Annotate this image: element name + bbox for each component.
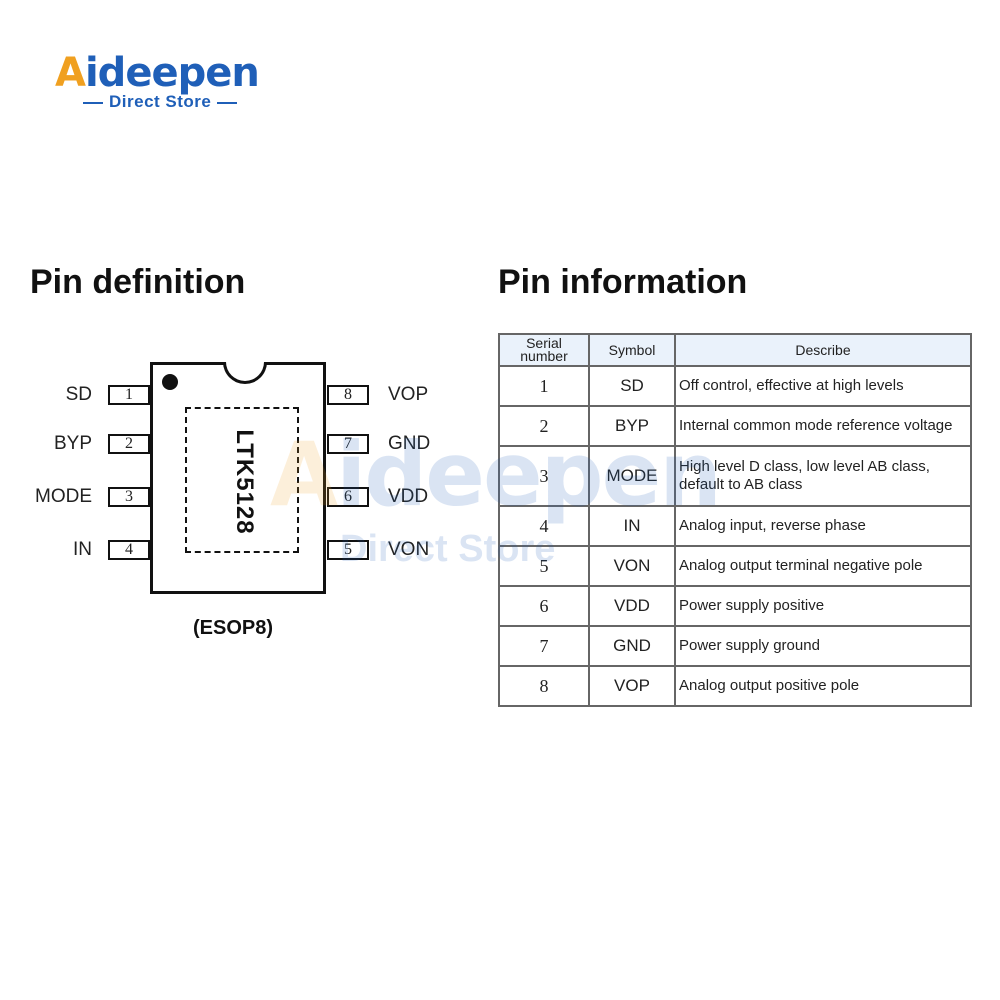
cell-description: Analog output terminal negative pole bbox=[674, 545, 972, 587]
header-serial-number: Serial number bbox=[498, 333, 590, 367]
pin-3: 3 bbox=[108, 487, 150, 507]
pin-label-von: VON bbox=[388, 539, 430, 560]
table-header-row: Serial number Symbol Describe bbox=[498, 333, 972, 367]
cell-description: Analog output positive pole bbox=[674, 665, 972, 707]
cell-num: 1 bbox=[498, 365, 590, 407]
table-row: 1 SD Off control, effective at high leve… bbox=[498, 365, 972, 407]
pin-information-table: Serial number Symbol Describe 1 SD Off c… bbox=[498, 333, 972, 707]
header-serial-line2: number bbox=[520, 348, 568, 364]
table-row: 5 VON Analog output terminal negative po… bbox=[498, 545, 972, 587]
cell-symbol: VON bbox=[588, 545, 676, 587]
cell-symbol: GND bbox=[588, 625, 676, 667]
package-label: (ESOP8) bbox=[193, 617, 274, 639]
chip-body: LTK5128 bbox=[150, 362, 326, 594]
pin-definition-title: Pin definition bbox=[30, 263, 246, 301]
table-row: 4 IN Analog input, reverse phase bbox=[498, 505, 972, 547]
cell-symbol: VDD bbox=[588, 585, 676, 627]
pin-label-vdd: VDD bbox=[388, 486, 429, 507]
table-row: 2 BYP Internal common mode reference vol… bbox=[498, 405, 972, 447]
cell-symbol: SD bbox=[588, 365, 676, 407]
pin-8: 8 bbox=[327, 385, 369, 405]
pin1-marker-dot bbox=[162, 374, 178, 390]
brand-logo-subtitle: Direct Store bbox=[77, 92, 243, 112]
cell-num: 5 bbox=[498, 545, 590, 587]
cell-symbol: MODE bbox=[588, 445, 676, 507]
cell-symbol: BYP bbox=[588, 405, 676, 447]
chip-notch bbox=[223, 362, 267, 384]
cell-description: Analog input, reverse phase bbox=[674, 505, 972, 547]
table-row: 6 VDD Power supply positive bbox=[498, 585, 972, 627]
pin-label-mode: MODE bbox=[35, 486, 92, 507]
table-row: 7 GND Power supply ground bbox=[498, 625, 972, 667]
cell-description: Internal common mode reference voltage bbox=[674, 405, 972, 447]
cell-symbol: IN bbox=[588, 505, 676, 547]
cell-num: 3 bbox=[498, 445, 590, 507]
pin-label-vop: VOP bbox=[388, 384, 429, 405]
cell-num: 4 bbox=[498, 505, 590, 547]
pin-2: 2 bbox=[108, 434, 150, 454]
cell-num: 2 bbox=[498, 405, 590, 447]
cell-num: 6 bbox=[498, 585, 590, 627]
brand-logo-text: Aideepen bbox=[55, 50, 260, 96]
cell-num: 7 bbox=[498, 625, 590, 667]
pin-4: 4 bbox=[108, 540, 150, 560]
pin-7: 7 bbox=[327, 434, 369, 454]
pin-5: 5 bbox=[327, 540, 369, 560]
header-symbol: Symbol bbox=[588, 333, 676, 367]
chip-die-outline: LTK5128 bbox=[185, 407, 299, 553]
chip-part-name: LTK5128 bbox=[231, 429, 258, 535]
table-row: 8 VOP Analog output positive pole bbox=[498, 665, 972, 707]
cell-description: High level D class, low level AB class, … bbox=[674, 445, 972, 507]
cell-description: Off control, effective at high levels bbox=[674, 365, 972, 407]
pin-1: 1 bbox=[108, 385, 150, 405]
pin-information-title: Pin information bbox=[498, 263, 748, 301]
table-row: 3 MODE High level D class, low level AB … bbox=[498, 445, 972, 507]
pin-6: 6 bbox=[327, 487, 369, 507]
cell-description: Power supply ground bbox=[674, 625, 972, 667]
cell-num: 8 bbox=[498, 665, 590, 707]
cell-description: Power supply positive bbox=[674, 585, 972, 627]
pin-label-in: IN bbox=[73, 539, 92, 560]
pin-label-sd: SD bbox=[65, 384, 92, 405]
header-serial-line1: Serial bbox=[526, 335, 562, 351]
pin-label-byp: BYP bbox=[53, 433, 92, 454]
cell-symbol: VOP bbox=[588, 665, 676, 707]
brand-logo: Aideepen Direct Store bbox=[55, 48, 285, 118]
pin-label-gnd: GND bbox=[388, 433, 431, 454]
header-describe: Describe bbox=[674, 333, 972, 367]
